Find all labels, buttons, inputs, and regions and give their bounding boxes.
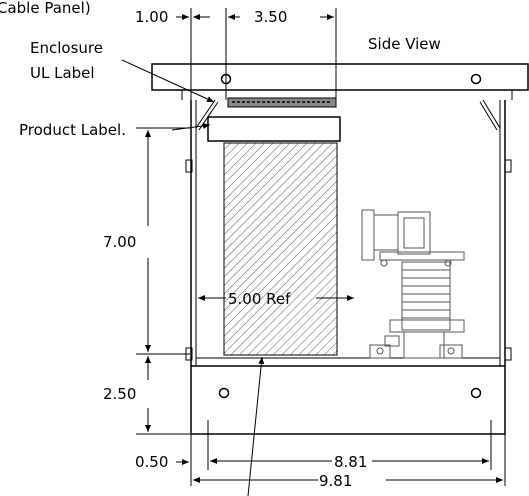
cable-panel-label: Cable Panel) — [0, 0, 91, 17]
dim-height-base: 2.50 — [103, 385, 136, 403]
dim-width-ref: 5.00 Ref — [228, 290, 291, 308]
view-title: Side View — [368, 35, 441, 53]
enclosure-label-line2: UL Label — [30, 64, 95, 82]
top-lid — [151, 63, 529, 100]
transformer-component — [361, 209, 465, 359]
hatched-component — [223, 142, 338, 356]
dim-width-outer: 9.81 — [319, 472, 352, 490]
mounting-hole-icon — [218, 387, 230, 399]
product-label-text: Product Label. — [19, 121, 126, 139]
enclosure-ul-label-strip — [227, 97, 337, 108]
mounting-hole-icon — [470, 73, 482, 85]
dim-top-right: 3.50 — [254, 8, 287, 26]
mounting-hole-icon — [470, 387, 482, 399]
enclosure-label-line1: Enclosure — [30, 39, 103, 57]
product-label-box — [207, 116, 341, 142]
dim-height-main: 7.00 — [103, 233, 136, 251]
dimension-lines — [121, 8, 506, 496]
enclosure-base — [190, 365, 506, 435]
dim-offset-bottom: 0.50 — [135, 453, 168, 471]
dim-width-inner: 8.81 — [334, 453, 367, 471]
dim-top-left: 1.00 — [135, 8, 168, 26]
